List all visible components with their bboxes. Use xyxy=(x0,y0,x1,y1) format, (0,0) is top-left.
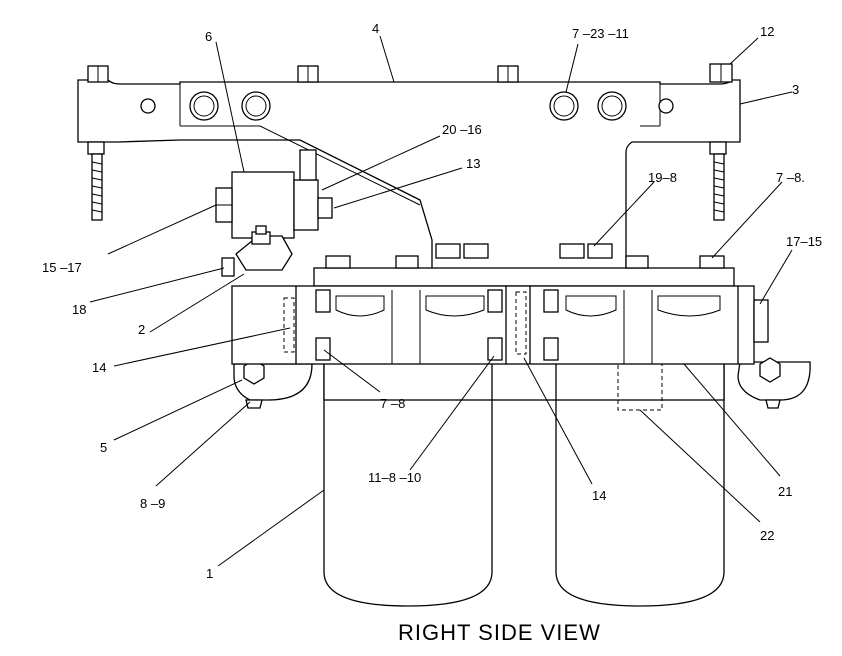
callout-18: 18 xyxy=(72,302,86,317)
callout-1: 1 xyxy=(206,566,213,581)
callout-6: 6 xyxy=(205,29,212,44)
callout-5: 5 xyxy=(100,440,107,455)
stud-left xyxy=(87,141,105,221)
callout-7-8-top: 7 –8. xyxy=(776,170,805,185)
mount-ear-right xyxy=(737,357,811,409)
mount-ear-left xyxy=(233,359,313,409)
valve-block xyxy=(215,149,333,277)
callout-3: 3 xyxy=(792,82,799,97)
stud-right xyxy=(709,141,727,221)
callout-2: 2 xyxy=(138,322,145,337)
callout-7-8-bottom: 7 –8 xyxy=(380,396,405,411)
callout-8-9: 8 –9 xyxy=(140,496,165,511)
leader-lines xyxy=(89,35,793,567)
view-title: RIGHT SIDE VIEW xyxy=(398,620,601,645)
callout-labels: 6 4 7 –23 –11 12 3 20 –16 13 19–8 7 –8. … xyxy=(42,21,822,581)
callout-22: 22 xyxy=(760,528,774,543)
callout-4: 4 xyxy=(372,21,379,36)
callout-20-16: 20 –16 xyxy=(442,122,482,137)
callout-12: 12 xyxy=(760,24,774,39)
callout-7-23-11: 7 –23 –11 xyxy=(572,26,629,41)
callout-14-left: 14 xyxy=(92,360,106,375)
callout-21: 21 xyxy=(778,484,792,499)
canister-top-band xyxy=(323,359,725,401)
top-bolts xyxy=(87,63,733,83)
callout-14-right: 14 xyxy=(592,488,606,503)
callout-11-8-10: 11–8 –10 xyxy=(368,470,421,485)
filter-canister-left xyxy=(323,359,493,607)
callout-17-15: 17–15 xyxy=(786,234,822,249)
head-bolts xyxy=(315,243,725,361)
callout-19-8: 19–8 xyxy=(648,170,677,185)
callout-13: 13 xyxy=(466,156,480,171)
callout-15-17: 15 –17 xyxy=(42,260,82,275)
filter-canister-right xyxy=(555,359,725,607)
